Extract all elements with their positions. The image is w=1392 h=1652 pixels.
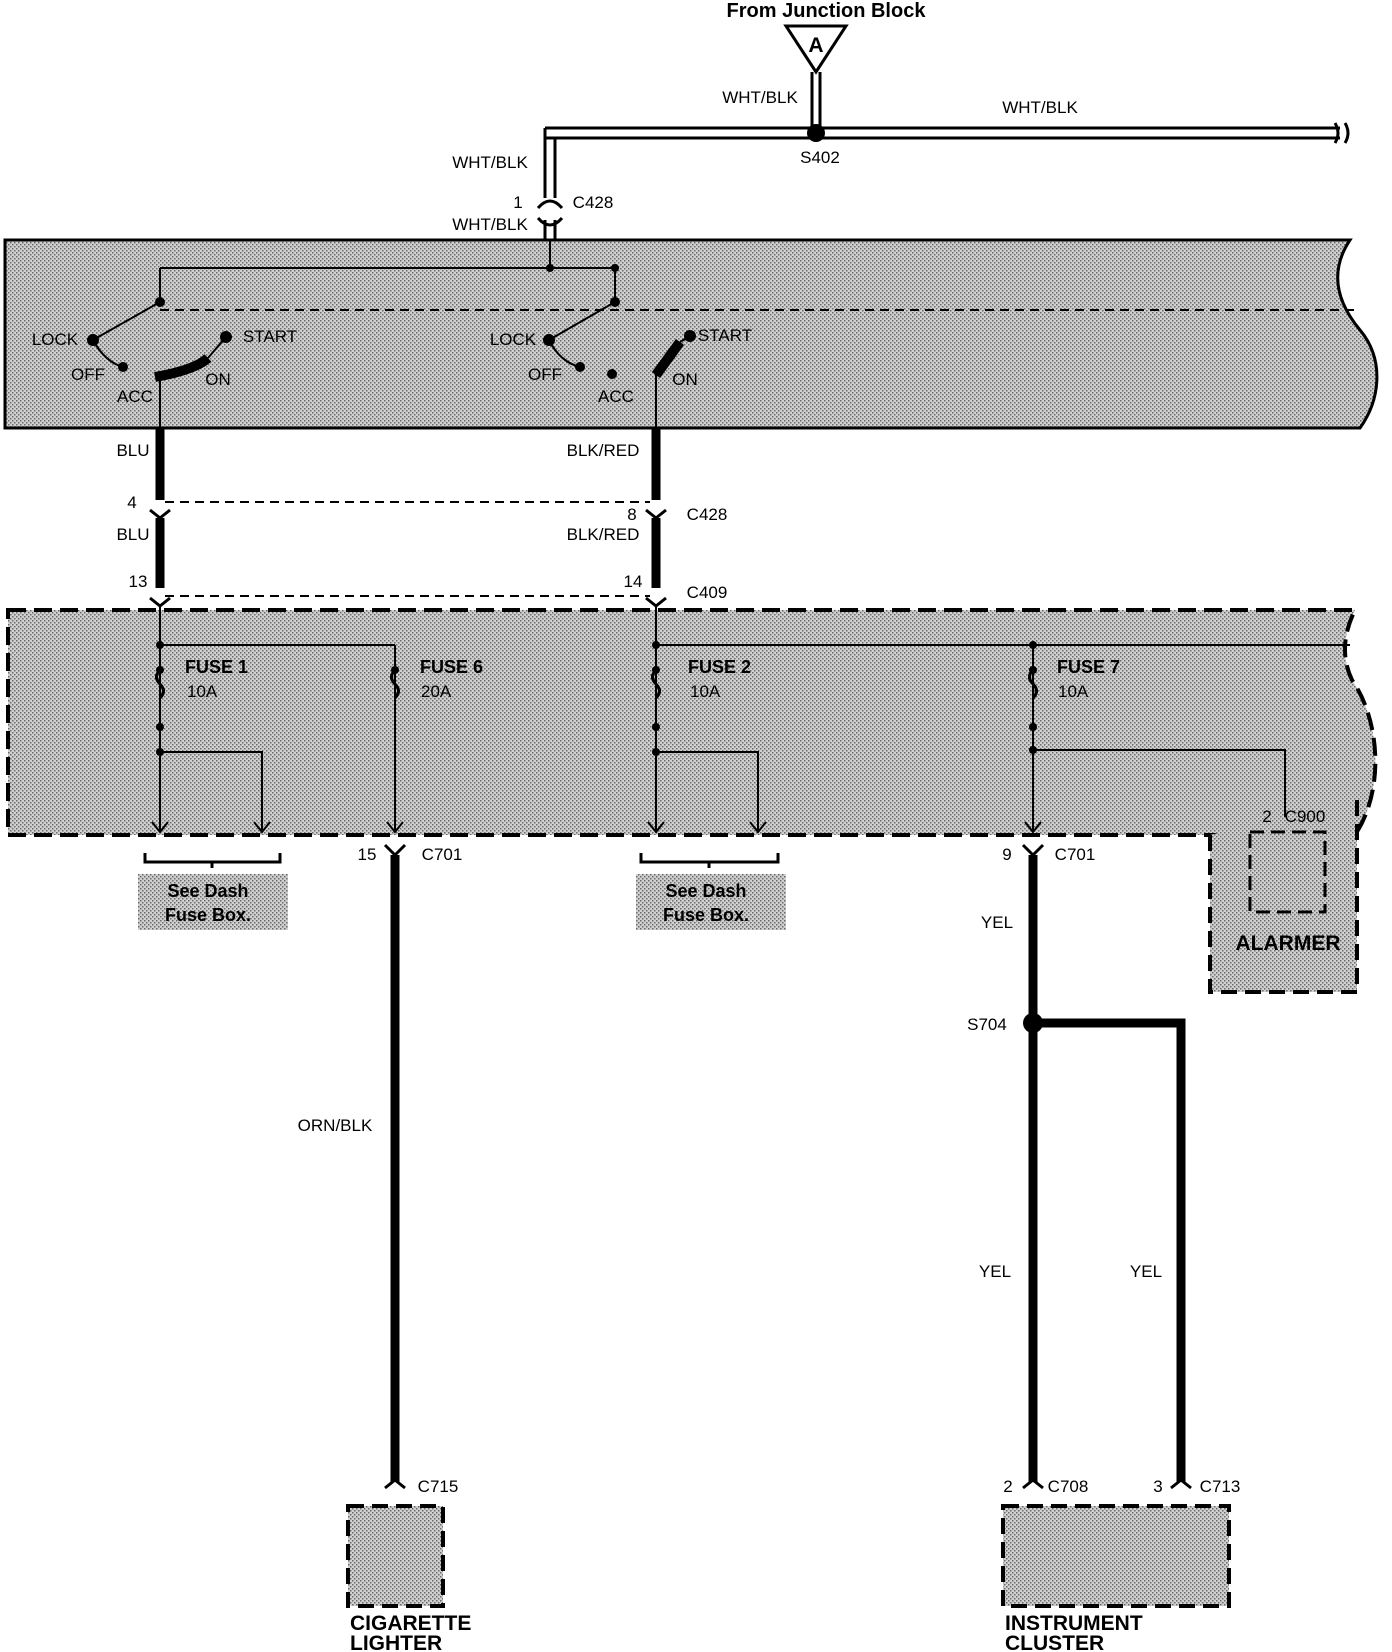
- fuse-1-rating: 10A: [187, 682, 218, 701]
- instrument-cluster-label-2: CLUSTER: [1005, 1632, 1104, 1652]
- wire-label-yel-right: YEL: [1130, 1262, 1162, 1281]
- connector-c713-label: C713: [1200, 1477, 1241, 1496]
- connector-c708-label: C708: [1048, 1477, 1089, 1496]
- instrument-cluster-box: [1001, 1504, 1231, 1608]
- pin-c708-2: 2: [1003, 1477, 1012, 1496]
- fuse-2-symbol: [651, 668, 661, 700]
- instrument-cluster-label-1: INSTRUMENT: [1005, 1612, 1143, 1635]
- svg-text:See Dash: See Dash: [167, 881, 248, 901]
- source-connector-letter: A: [808, 34, 823, 57]
- connector-c428-label: C428: [687, 505, 728, 524]
- connector-c409-label: C409: [687, 583, 728, 602]
- fuse-6-rating: 20A: [421, 682, 452, 701]
- fuse-6-name: FUSE 6: [420, 657, 483, 677]
- switch-right-on: ON: [672, 370, 698, 389]
- wire-label-blk-red-lower: BLK/RED: [567, 525, 640, 544]
- switch-output-wires: BLU BLK/RED 4 8 C428 BLU BLK/RED 13 14 C…: [116, 428, 728, 608]
- see-dash-note-left: [138, 874, 288, 930]
- pin-c701-9: 9: [1002, 845, 1011, 864]
- pin-c428-8: 8: [627, 505, 636, 524]
- fuse-7-name: FUSE 7: [1057, 657, 1120, 677]
- wire-label-yel-upper: YEL: [981, 913, 1013, 932]
- fuse-7-symbol: [1028, 668, 1038, 700]
- splice-s402-dot: [807, 124, 825, 142]
- connector-c715-label: C715: [418, 1477, 459, 1496]
- switch-right-lock: LOCK: [490, 330, 537, 349]
- wire-label-wht-blk-lower: WHT/BLK: [452, 215, 528, 234]
- pin-c409-14: 14: [624, 572, 643, 591]
- svg-text:Fuse Box.: Fuse Box.: [165, 905, 251, 925]
- wire-label-wht-blk-left: WHT/BLK: [452, 153, 528, 172]
- fuse-1-name: FUSE 1: [185, 657, 248, 677]
- see-dash-note-right: [636, 874, 786, 930]
- wire-label-yel-left: YEL: [979, 1262, 1011, 1281]
- fuse-2-rating: 10A: [690, 682, 721, 701]
- ignition-switch: LOCK OFF ACC ON START LOCK OFF ACC ON ST…: [3, 238, 1379, 430]
- pin-c428-4: 4: [127, 493, 136, 512]
- fuse-box-housing: [6, 608, 1378, 837]
- fuse-7-rating: 10A: [1058, 682, 1089, 701]
- wire-label-blk-red-upper: BLK/RED: [567, 441, 640, 460]
- alarmer: 2 C900 ALARMER: [1208, 800, 1359, 994]
- see-dash-notes: See Dash Fuse Box. See Dash Fuse Box.: [138, 853, 786, 930]
- svg-text:See Dash: See Dash: [665, 881, 746, 901]
- switch-right-off: OFF: [528, 365, 562, 384]
- fuse-2-name: FUSE 2: [688, 657, 751, 677]
- alarmer-label: ALARMER: [1236, 932, 1341, 955]
- pin-c900-2: 2: [1262, 807, 1271, 826]
- connector-c701-right-label: C701: [1055, 845, 1096, 864]
- switch-left-lock: LOCK: [32, 330, 79, 349]
- wire-label-wht-blk-top: WHT/BLK: [722, 88, 798, 107]
- cigarette-lighter-box: [346, 1504, 445, 1608]
- pin-c713-3: 3: [1153, 1477, 1162, 1496]
- connector-c701-left-label: C701: [422, 845, 463, 864]
- switch-left-on: ON: [205, 370, 231, 389]
- wire-label-wht-blk-right: WHT/BLK: [1002, 98, 1078, 117]
- connector-c428-top-label: C428: [573, 193, 614, 212]
- fuse-6-symbol: [390, 668, 400, 700]
- switch-left-acc: ACC: [117, 387, 153, 406]
- connector-c900-label: C900: [1285, 807, 1326, 826]
- instrument-cluster-circuit: 9 C701 YEL S704 YEL YEL 2 C708 3 C713 IN…: [967, 843, 1241, 1652]
- cigarette-lighter-label-2: LIGHTER: [350, 1632, 442, 1652]
- connector-a-triangle-icon: [783, 24, 849, 75]
- switch-left-start: START: [243, 327, 297, 346]
- fuse-1-symbol: [155, 668, 165, 700]
- svg-text:Fuse Box.: Fuse Box.: [663, 905, 749, 925]
- cigarette-lighter-circuit: 15 C701 ORN/BLK C715 CIGARETTE LIGHTER: [298, 843, 471, 1652]
- wht-blk-bus: S402 WHT/BLK WHT/BLK 1 C428 WHT/BLK: [452, 98, 1350, 240]
- switch-left-off: OFF: [71, 365, 105, 384]
- cigarette-lighter-label-1: CIGARETTE: [350, 1612, 471, 1635]
- pin-c701-15: 15: [358, 845, 377, 864]
- switch-right-start: START: [698, 326, 752, 345]
- junction-block-source: From Junction Block A WHT/BLK: [722, 0, 926, 128]
- wire-label-blu-upper: BLU: [116, 441, 149, 460]
- wire-label-blu-lower: BLU: [116, 525, 149, 544]
- pin-c428-1: 1: [513, 193, 522, 212]
- splice-s704-label: S704: [967, 1015, 1007, 1034]
- switch-right-acc: ACC: [598, 387, 634, 406]
- dash-fuse-box: FUSE 1 10A FUSE 6 20A FUSE 2 10A FUSE 7 …: [6, 606, 1378, 837]
- pin-c409-13: 13: [129, 572, 148, 591]
- wire-label-orn-blk: ORN/BLK: [298, 1116, 373, 1135]
- source-label: From Junction Block: [727, 0, 927, 22]
- splice-s402-label: S402: [800, 148, 840, 167]
